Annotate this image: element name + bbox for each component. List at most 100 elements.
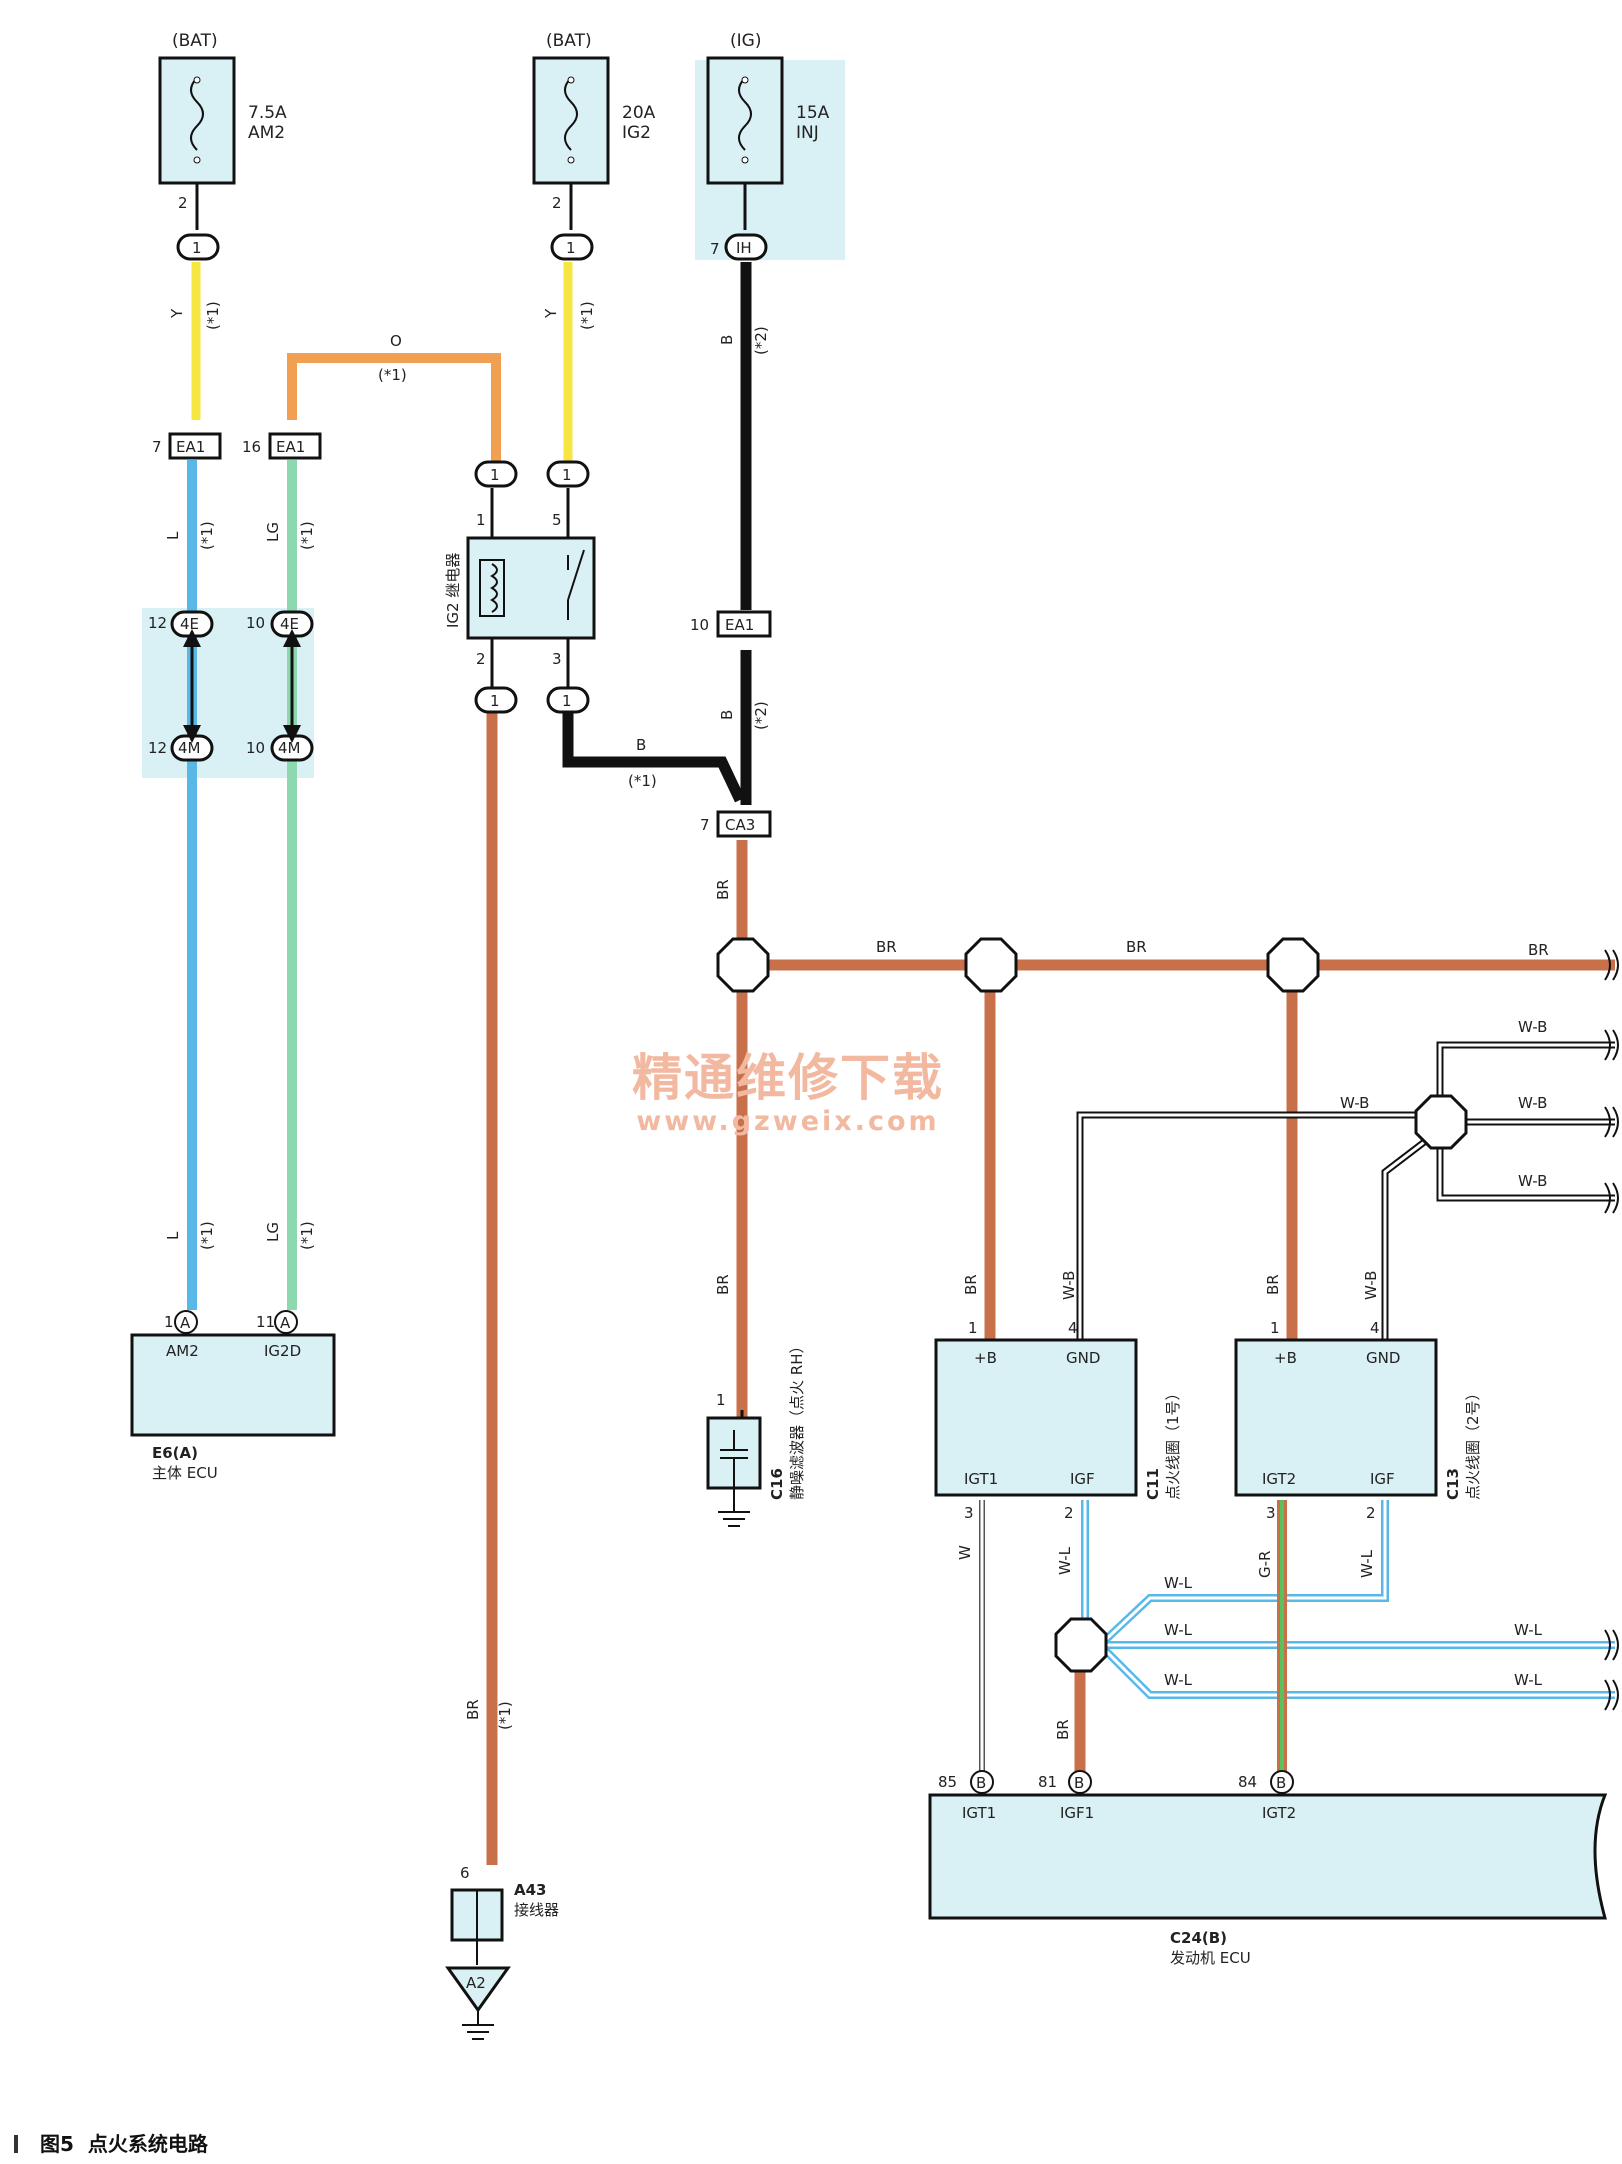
pin-label: 1	[490, 692, 500, 710]
wire-label-gr: G-R	[1256, 1551, 1274, 1578]
pin-label: 10	[246, 739, 265, 757]
wire-note: (*1)	[578, 301, 596, 330]
fuse-am2-rating: 7.5A	[248, 103, 287, 123]
coil1-pin-b: +B	[974, 1349, 997, 1367]
wire-o	[287, 353, 501, 465]
pin-label: 11	[256, 1313, 275, 1331]
ignition-coil-2	[1234, 1338, 1438, 1497]
figure-caption: 图5 点火系统电路	[14, 2128, 208, 2157]
pin-label: 7	[700, 816, 710, 834]
coil2-name: 点火线圈（2号）	[1464, 1385, 1482, 1500]
wire-b-relay	[562, 712, 745, 803]
pin-label: 10	[246, 614, 265, 632]
engine-ecu-code: C24(B)	[1170, 1929, 1227, 1947]
pin-label: 1	[476, 511, 486, 529]
wire-label-br: BR	[876, 938, 897, 956]
wire-label-wl: W-L	[1514, 1621, 1543, 1639]
wire-label-l: L	[164, 1231, 182, 1240]
caption-number: 图5	[40, 2132, 74, 2156]
wire-wb-group	[1076, 1041, 1615, 1340]
source-bat-1: (BAT)	[172, 31, 218, 51]
coil2-pin-b: +B	[1274, 1349, 1297, 1367]
noise-filter-code: C16	[768, 1468, 786, 1500]
pin-label: 2	[178, 194, 188, 212]
coil1-pin-igf: IGF	[1070, 1470, 1095, 1488]
wire-label-wl: W-L	[1358, 1549, 1376, 1578]
pin-label: 10	[690, 616, 709, 634]
body-ecu-name: 主体 ECU	[152, 1464, 218, 1482]
wire-label-br: BR	[1528, 941, 1549, 959]
fuse-am2-name: AM2	[248, 123, 285, 143]
junction-nodes	[716, 937, 1468, 1673]
source-bat-2: (BAT)	[546, 31, 592, 51]
fuse-inj-name: INJ	[796, 123, 819, 143]
connector-4e-label: 4E	[280, 615, 299, 633]
wire-label-wl: W-L	[1164, 1621, 1193, 1639]
wire-label-o: O	[390, 332, 402, 350]
connector-ea1-label: EA1	[276, 438, 305, 456]
wire-label-lg: LG	[264, 1222, 282, 1242]
connector-b-label: B	[1276, 1774, 1286, 1792]
pin-label: 1	[968, 1319, 978, 1337]
connector-rects	[168, 432, 772, 838]
coil2-pin-gnd: GND	[1366, 1349, 1400, 1367]
pin-label: 1	[1270, 1319, 1280, 1337]
connector-b-label: B	[1074, 1774, 1084, 1792]
engine-ecu-pin-igt2: IGT2	[1262, 1804, 1296, 1822]
wire-label-wb: W-B	[1340, 1094, 1369, 1112]
body-ecu-code: E6(A)	[152, 1444, 198, 1462]
wire-label-br: BR	[1264, 1274, 1282, 1295]
wire-label-br: BR	[464, 1699, 482, 1720]
body-ecu-pin-ig2d: IG2D	[264, 1342, 301, 1360]
wire-label-wb: W-B	[1518, 1172, 1547, 1190]
wire-note: (*1)	[198, 1221, 216, 1250]
pin-label: 12	[148, 739, 167, 757]
pin-label: 6	[460, 1864, 470, 1882]
wire-note: (*1)	[298, 521, 316, 550]
wire-note: (*2)	[752, 326, 770, 355]
wire-label-y: Y	[168, 308, 186, 319]
pin-label: 2	[1366, 1504, 1376, 1522]
wire-label-b: B	[718, 335, 736, 345]
wire-note: (*1)	[496, 1701, 514, 1730]
wire-label-wb: W-B	[1518, 1094, 1547, 1112]
ignition-coil-1	[934, 1338, 1138, 1497]
engine-ecu-pin-igf1: IGF1	[1060, 1804, 1094, 1822]
connector-a-label: A	[280, 1314, 291, 1332]
wire-note: (*2)	[752, 701, 770, 730]
connector-4m-label: 4M	[278, 739, 301, 757]
fuse-ig2-rating: 20A	[622, 103, 656, 123]
connector-ea1-label: EA1	[725, 616, 754, 634]
engine-ecu-name: 发动机 ECU	[1170, 1949, 1251, 1967]
body-ecu-pin-am2: AM2	[166, 1342, 199, 1360]
caption-bar	[14, 2135, 18, 2153]
pin-label: 2	[476, 650, 486, 668]
pin-label: 7	[152, 438, 162, 456]
pin-label: 7	[710, 240, 720, 258]
coil1-name: 点火线圈（1号）	[1164, 1385, 1182, 1500]
connector-a-label: A	[180, 1314, 191, 1332]
coil1-pin-gnd: GND	[1066, 1349, 1100, 1367]
wire-label-lg: LG	[264, 522, 282, 542]
junction-a43-code: A43	[514, 1881, 546, 1899]
wire-label-wl: W-L	[1164, 1574, 1193, 1592]
wire-label-l: L	[164, 531, 182, 540]
junction-a43-name: 接线器	[514, 1901, 559, 1919]
wire-wl-group	[1081, 1500, 1615, 1699]
coil1-pin-igt1: IGT1	[964, 1470, 998, 1488]
fuse-ig2	[532, 56, 610, 230]
junction-a43	[445, 1888, 511, 2040]
wire-note: (*1)	[378, 366, 407, 384]
wire-label-br: BR	[714, 1274, 732, 1295]
relay-name: IG2 继电器	[444, 553, 462, 628]
pin-label: 4	[1370, 1319, 1380, 1337]
pin-label: 16	[242, 438, 261, 456]
pin-label: 85	[938, 1773, 957, 1791]
pin-label: 1	[490, 466, 500, 484]
connector-ih-label: IH	[736, 239, 752, 257]
caption-title: 点火系统电路	[87, 2132, 208, 2156]
pin-label: 2	[1064, 1504, 1074, 1522]
wire-label-wl: W-L	[1056, 1546, 1074, 1575]
pin-label: 1	[562, 692, 572, 710]
